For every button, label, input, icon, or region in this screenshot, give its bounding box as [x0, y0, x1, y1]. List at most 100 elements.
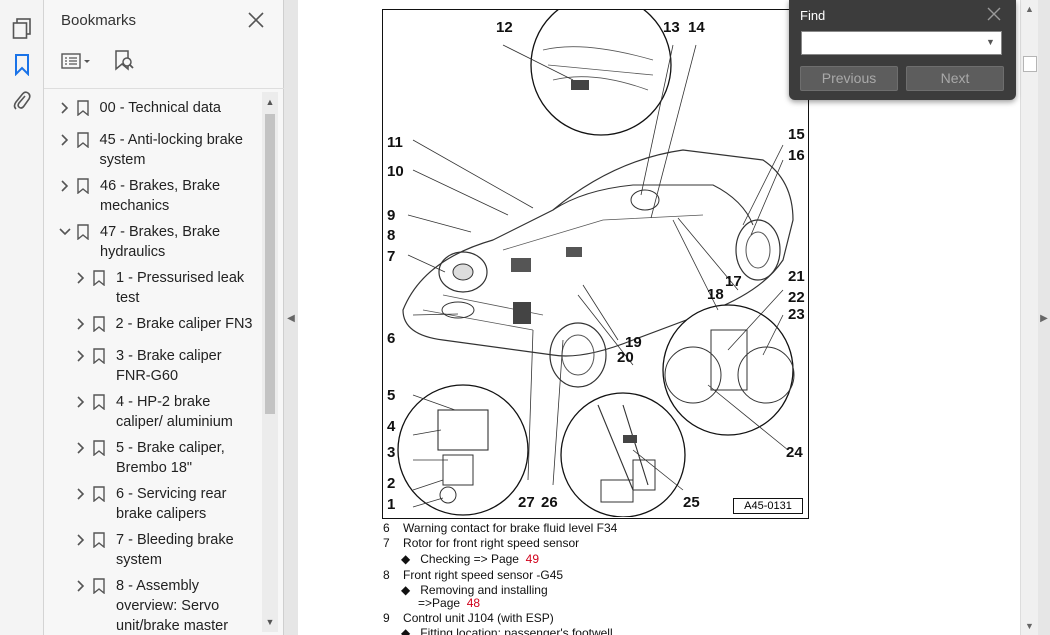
caption-text: Fitting location: passenger's footwell: [420, 626, 613, 635]
scroll-down-icon[interactable]: ▼: [1025, 621, 1034, 631]
scroll-up-icon[interactable]: ▲: [265, 97, 275, 107]
scroll-thumb[interactable]: [265, 114, 275, 414]
bookmark-label: 46 - Brakes, Brake mechanics: [100, 178, 221, 214]
bookmark-label: 8 - Assembly overview: Servo unit/brake …: [116, 578, 229, 634]
bookmark-item[interactable]: 45 - Anti-locking brake system: [57, 130, 257, 170]
callout-label: 26: [541, 494, 558, 511]
bookmark-icon[interactable]: [7, 50, 37, 80]
bookmark-label: 7 - Bleeding brake system: [116, 532, 234, 568]
chevron-right-icon[interactable]: [73, 314, 89, 334]
caption-text: Rotor for front right speed sensor: [403, 536, 580, 550]
chevron-right-icon[interactable]: [57, 130, 73, 150]
bookmark-icon: [93, 314, 107, 334]
chevron-right-icon[interactable]: [73, 268, 89, 288]
chevron-right-icon[interactable]: [73, 346, 89, 366]
callout-label: 1: [387, 496, 396, 513]
chevron-right-icon[interactable]: [73, 576, 89, 596]
callout-label: 7: [387, 248, 396, 265]
caption-number: 9: [383, 611, 390, 625]
caption-item: 7 Rotor for front right speed sensor: [383, 536, 579, 550]
close-icon[interactable]: [987, 7, 1001, 21]
scroll-up-icon[interactable]: ▲: [1025, 4, 1034, 14]
caption-text: Control unit J104 (with ESP): [403, 611, 554, 625]
document-scrollbar[interactable]: ▲ ▼: [1020, 0, 1038, 635]
figure-id: A45-0131: [733, 498, 803, 514]
chevron-right-icon[interactable]: [73, 392, 89, 412]
bookmark-item[interactable]: 3 - Brake caliper FNR-G60: [73, 346, 257, 386]
exploded-diagram: 11 10 9 8 7 6 5 4 3 2 1 12 13 14 15 16 1…: [382, 0, 809, 519]
scroll-thumb[interactable]: [1023, 56, 1037, 72]
bookmark-icon: [93, 530, 107, 550]
bookmark-icon: [93, 392, 107, 412]
bookmark-list: 00 - Technical data 45 - Anti-locking br…: [44, 92, 264, 635]
chevron-right-icon[interactable]: [73, 484, 89, 504]
bookmark-item[interactable]: 2 - Brake caliper FN3: [73, 314, 263, 334]
bookmark-icon: [93, 268, 107, 288]
callout-label: 17: [725, 273, 742, 290]
pages-icon[interactable]: [7, 14, 37, 44]
callout-label: 24: [786, 444, 803, 461]
bookmark-item[interactable]: 4 - HP-2 brake caliper/ aluminium: [73, 392, 257, 432]
bookmarks-panel: Bookmarks 00 - Technical data 45 - Anti-…: [44, 0, 284, 635]
callout-label: 10: [387, 163, 404, 180]
caption-text: Removing and installing: [420, 583, 548, 597]
page-link[interactable]: 48: [466, 596, 481, 610]
bookmark-item[interactable]: 6 - Servicing rear brake calipers: [73, 484, 257, 524]
caption-text: Warning contact for brake fluid level F3…: [403, 521, 618, 535]
bookmark-item[interactable]: 46 - Brakes, Brake mechanics: [57, 176, 257, 216]
divider: [44, 88, 284, 89]
bookmark-label: 5 - Brake caliper, Brembo 18": [116, 440, 225, 476]
scroll-down-icon[interactable]: ▼: [265, 617, 275, 627]
bookmark-icon: [77, 130, 91, 150]
chevron-right-icon[interactable]: [57, 176, 73, 196]
bookmark-item[interactable]: 00 - Technical data: [57, 98, 257, 118]
bookmark-label: 2 - Brake caliper FN3: [115, 316, 253, 332]
collapse-panel-icon[interactable]: ◀: [287, 312, 295, 324]
panel-toolbar: [61, 49, 135, 77]
bookmark-item[interactable]: 5 - Brake caliper, Brembo 18": [73, 438, 257, 478]
caption-text: =>Page: [418, 596, 461, 610]
bookmark-scrollbar[interactable]: ▲ ▼: [262, 92, 278, 632]
bookmark-icon: [93, 576, 107, 596]
chevron-right-icon[interactable]: [73, 530, 89, 550]
callout-label: 20: [617, 349, 634, 366]
next-button[interactable]: Next: [906, 66, 1004, 91]
page-link[interactable]: 49: [525, 552, 540, 566]
find-input[interactable]: [801, 31, 1002, 55]
callout-label: 14: [688, 19, 705, 36]
chevron-down-icon[interactable]: [57, 222, 73, 242]
attachment-icon[interactable]: [7, 86, 37, 116]
close-icon[interactable]: [246, 10, 266, 30]
bookmark-icon: [77, 98, 91, 118]
caption-number: 8: [383, 568, 390, 582]
expand-pane-icon[interactable]: ▶: [1040, 312, 1048, 324]
bookmark-item[interactable]: 47 - Brakes, Brake hydraulics: [57, 222, 257, 262]
chevron-down-icon[interactable]: ▼: [986, 37, 995, 47]
find-dialog: Find ▼ Previous Next: [789, 0, 1016, 100]
caption-number: 6: [383, 521, 390, 535]
callout-label: 8: [387, 227, 396, 244]
caption-item: 8 Front right speed sensor -G45: [383, 568, 563, 582]
callout-label: 2: [387, 475, 396, 492]
previous-button[interactable]: Previous: [800, 66, 898, 91]
callout-label: 12: [496, 19, 513, 36]
bookmark-item[interactable]: 8 - Assembly overview: Servo unit/brake …: [73, 576, 257, 635]
bookmark-label: 6 - Servicing rear brake calipers: [116, 486, 227, 522]
callout-label: 21: [788, 268, 805, 285]
caption-item: 6 Warning contact for brake fluid level …: [383, 521, 617, 535]
bookmark-icon: [93, 346, 107, 366]
chevron-right-icon[interactable]: [73, 438, 89, 458]
tool-rail: [0, 0, 44, 635]
caption-bullet: ◆ Fitting location: passenger's footwell: [401, 626, 613, 635]
callout-label: 16: [788, 147, 805, 164]
bookmark-label: 4 - HP-2 brake caliper/ aluminium: [116, 394, 233, 430]
callout-label: 27: [518, 494, 535, 511]
options-menu-icon[interactable]: [61, 52, 91, 75]
bookmark-item[interactable]: 1 - Pressurised leak test: [73, 268, 257, 308]
find-bookmark-icon[interactable]: [113, 49, 135, 77]
chevron-right-icon[interactable]: [57, 98, 73, 118]
caption-item: 9 Control unit J104 (with ESP): [383, 611, 554, 625]
bookmark-item[interactable]: 7 - Bleeding brake system: [73, 530, 257, 570]
callout-label: 19: [625, 334, 642, 351]
bookmark-label: 45 - Anti-locking brake system: [99, 132, 243, 168]
